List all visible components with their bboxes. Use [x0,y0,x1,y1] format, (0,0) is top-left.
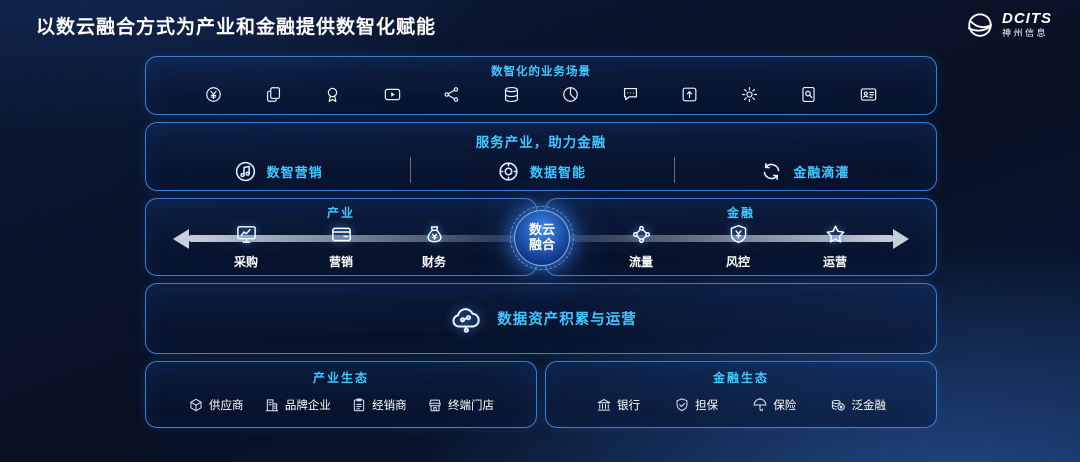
industry-ecosystem-items: 供应商 品牌企业 经销商 终端门店 [146,386,536,413]
star-icon [823,223,846,246]
industry-title: 产业 [326,206,355,220]
divider [410,157,411,183]
chat-bubble-icon [621,85,640,104]
target-scope-icon [496,159,521,184]
service-item-digital-marketing: 数智营销 [146,159,409,184]
music-circle-icon [233,159,258,184]
eco-item-pan-finance: 泛金融 [830,397,886,413]
service-item-label: 金融滴灌 [793,165,850,180]
scenarios-title: 数智化的业务场景 [491,66,591,78]
clipboard-list-icon [351,397,367,413]
finance-flow-panel: 金融 流量 风控 运营 [545,198,937,276]
video-play-icon [383,85,402,104]
upload-box-icon [680,85,699,104]
flow-item-marketing: 营销 [329,223,353,270]
fusion-label-line2: 融合 [528,237,555,252]
cloud-nodes-icon [445,303,485,335]
bank-building-icon [596,397,612,413]
pie-chart-icon [561,85,580,104]
industry-ecosystem-title: 产业生态 [312,371,369,385]
data-asset-content: 数据资产积累与运营 [146,284,936,353]
scenario-icon-row [146,79,936,104]
divider [674,157,675,183]
copy-docs-icon [264,85,283,104]
logo-brand: DCITS [1002,9,1052,27]
flow-item-label: 财务 [421,255,447,269]
flow-item-label: 风控 [725,255,751,269]
fusion-circle: 数云 融合 [510,206,574,270]
services-title: 服务产业，助力金融 [475,135,607,150]
service-item-data-intelligence: 数据智能 [409,159,672,184]
service-row: 数智营销 数据智能 金融滴灌 [146,153,936,190]
ecosystem-row: 产业生态 供应商 品牌企业 经销商 终端门店 [145,361,937,428]
shield-yen-icon [726,223,749,246]
node-graph-icon [629,223,652,246]
industry-flow-panel: 产业 采购 营销 财务 [145,198,537,276]
eco-item-label: 品牌企业 [284,400,331,412]
eco-item-retail-store: 终端门店 [427,397,494,413]
monitor-chart-icon [234,223,257,246]
service-item-financial-drip: 金融滴灌 [673,159,936,184]
gear-icon [740,85,759,104]
flow-item-label: 运营 [822,255,848,269]
finance-title: 金融 [726,206,755,220]
page-title: 以数云融合方式为产业和金融提供数智化赋能 [36,17,437,38]
eco-item-label: 保险 [773,400,797,412]
storefront-icon [427,397,443,413]
flow-row: 产业 采购 营销 财务 金融 流量 风控 [145,198,937,276]
building-icon [264,397,280,413]
share-network-icon [442,85,461,104]
dcits-logo: DCITS 神州信息 [965,10,1052,40]
flow-item-traffic: 流量 [629,223,653,270]
fusion-label-line1: 数云 [528,222,555,238]
eco-item-distributor: 经销商 [351,397,407,413]
service-item-label: 数智营销 [266,165,323,180]
finance-ecosystem-panel: 金融生态 银行 担保 保险 泛金融 [545,361,937,428]
cube-box-icon [188,397,204,413]
flow-item-label: 流量 [628,255,654,269]
eco-item-brand-enterprise: 品牌企业 [264,397,331,413]
logo-swoosh-icon [965,10,995,40]
eco-item-label: 经销商 [372,400,407,412]
yen-coin-icon [204,85,223,104]
eco-item-guarantee: 担保 [674,397,718,413]
data-asset-panel: 数据资产积累与运营 [145,283,937,354]
eco-item-insurance: 保险 [752,397,796,413]
flow-item-procurement: 采购 [234,223,258,270]
services-panel: 服务产业，助力金融 数智营销 数据智能 金融滴灌 [145,122,937,191]
eco-item-label: 银行 [617,400,640,412]
umbrella-icon [752,397,768,413]
finance-arrow-right [562,228,909,249]
flow-item-risk-control: 风控 [726,223,750,270]
doc-search-icon [799,85,818,104]
wallet-icon [329,223,352,246]
scenarios-panel: 数智化的业务场景 [145,56,937,115]
medal-icon [323,85,342,104]
data-asset-label: 数据资产积累与运营 [497,312,637,328]
eco-item-label: 担保 [695,400,719,412]
money-bag-icon [422,223,445,246]
flow-item-finance-dept: 财务 [422,223,446,270]
sync-arrows-icon [759,159,784,184]
finance-ecosystem-items: 银行 担保 保险 泛金融 [546,386,936,413]
coin-stack-icon [830,397,846,413]
id-card-icon [859,85,878,104]
service-item-label: 数据智能 [529,165,586,180]
eco-item-label: 供应商 [209,400,244,412]
eco-item-bank: 银行 [596,397,640,413]
logo-company: 神州信息 [1002,28,1049,39]
logo-text: DCITS 神州信息 [1002,9,1052,39]
industry-arrow-left [173,228,520,249]
flow-item-label: 采购 [233,255,259,269]
eco-item-label: 泛金融 [851,400,886,412]
eco-item-label: 终端门店 [447,400,494,412]
industry-ecosystem-panel: 产业生态 供应商 品牌企业 经销商 终端门店 [145,361,537,428]
flow-item-label: 营销 [328,255,354,269]
flow-item-operations: 运营 [823,223,847,270]
shield-check-icon [674,397,690,413]
finance-ecosystem-title: 金融生态 [712,371,769,385]
database-icon [502,85,521,104]
eco-item-supplier: 供应商 [188,397,244,413]
